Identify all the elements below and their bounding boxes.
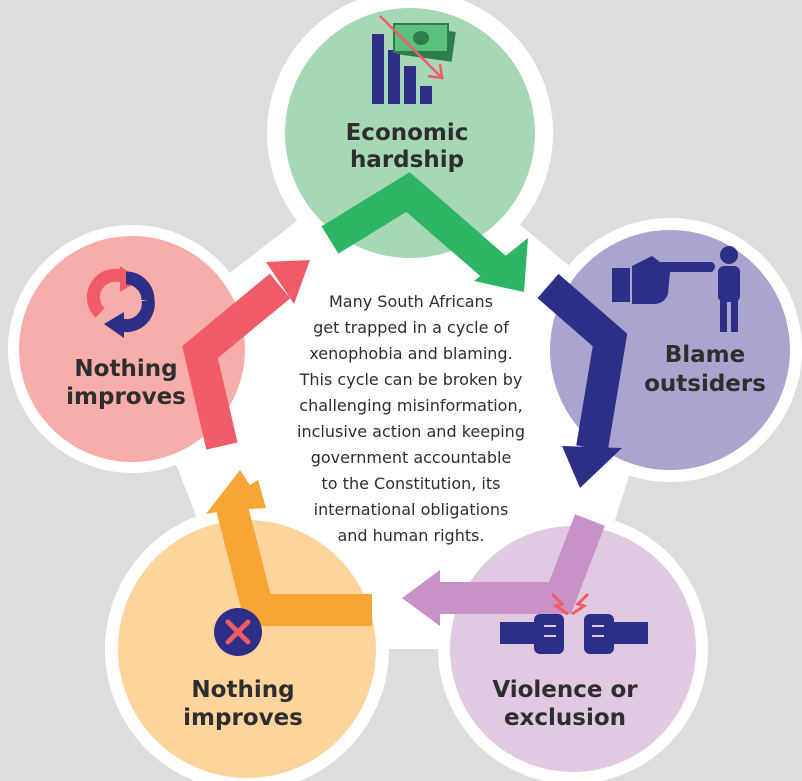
blame-outsiders-label-2: outsiders <box>644 371 766 397</box>
violence-exclusion-label-2: exclusion <box>504 705 626 731</box>
center-line: challenging misinformation, <box>299 396 522 415</box>
money-down-chart-icon <box>372 15 456 104</box>
fists-clash-icon <box>500 592 648 654</box>
cycle-arrows-icon <box>86 266 155 338</box>
economic-hardship-label-2: hardship <box>350 147 464 173</box>
blame-outsiders-label-1: Blame <box>665 342 746 368</box>
center-line: to the Constitution, its <box>322 474 501 493</box>
nothing-improves-bottom-label-2: improves <box>183 705 303 731</box>
center-line: international obligations <box>314 500 509 519</box>
nothing-improves-left-label-2: improves <box>66 384 186 410</box>
center-line: This cycle can be broken by <box>299 370 523 389</box>
economic-hardship-label-1: Economic <box>346 120 469 146</box>
arrow-violence-to-nothing <box>402 514 605 626</box>
center-line: inclusive action and keeping <box>297 422 525 441</box>
nothing-improves-left-label-1: Nothing <box>74 356 177 382</box>
center-line: xenophobia and blaming. <box>309 344 512 363</box>
x-circle-icon <box>214 608 262 656</box>
center-line: government accountable <box>311 448 512 467</box>
pointing-hand-person-icon <box>612 246 740 332</box>
center-line: and human rights. <box>337 526 484 545</box>
arrow-nothing-to-economic <box>182 260 310 450</box>
arrow-blame-to-violence <box>537 273 628 488</box>
arrow-economic-to-blame <box>321 172 528 292</box>
center-line: get trapped in a cycle of <box>313 318 509 337</box>
nothing-improves-bottom-label-1: Nothing <box>191 677 294 703</box>
economic-hardship-circle <box>285 8 535 258</box>
center-line: Many South Africans <box>329 292 493 311</box>
violence-exclusion-label-1: Violence or <box>492 677 638 703</box>
center-description: Many South Africans get trapped in a cyc… <box>297 292 525 545</box>
arrow-nothing-to-nothing <box>206 470 372 626</box>
nothing-improves-left-circle <box>19 236 245 462</box>
